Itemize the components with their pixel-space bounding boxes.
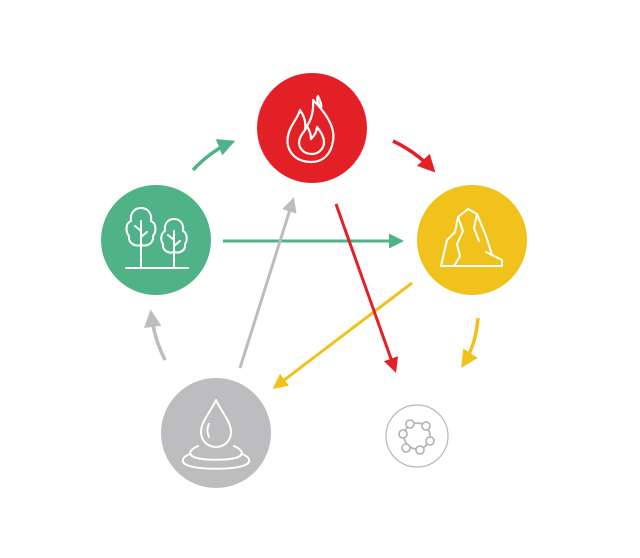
wood-node	[101, 185, 211, 295]
arrow-water-to-wood	[143, 309, 167, 361]
arrow-fire-to-earth	[392, 139, 436, 173]
flame-icon	[286, 94, 335, 164]
arrow-fire-controls-metal	[334, 203, 399, 373]
water-drop-icon	[181, 399, 251, 470]
ring-icon	[398, 419, 435, 455]
mountain-icon	[440, 208, 503, 267]
earth-node	[417, 185, 527, 295]
arrow-water-controls-fire	[238, 197, 297, 369]
water-node	[161, 378, 271, 488]
arrow-earth-to-metal	[461, 317, 480, 368]
trees-icon	[125, 207, 189, 269]
arrow-earth-controls-water	[272, 281, 413, 389]
arrow-wood-to-fire	[191, 139, 236, 172]
metal-node	[385, 404, 449, 468]
fire-node	[257, 73, 367, 183]
